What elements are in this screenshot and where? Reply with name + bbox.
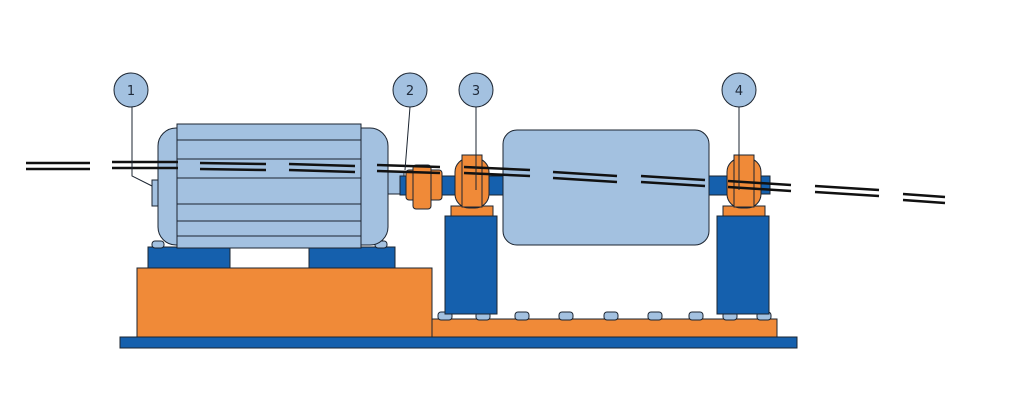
shaft-centerline (26, 160, 946, 205)
callout-label: 4 (735, 84, 743, 99)
driven-machine-body (502, 129, 710, 246)
leader-1 (131, 107, 153, 187)
base-rail (119, 336, 798, 349)
pedestal-column (716, 215, 770, 315)
bolt (603, 311, 619, 321)
callout-leaders (131, 106, 740, 190)
motor-foot-left (147, 246, 231, 269)
callout-label: 3 (472, 84, 480, 99)
callout-1: 1 (113, 72, 149, 108)
motor-foot-right (308, 246, 396, 269)
callout-3: 3 (458, 72, 494, 108)
callout-bubble (458, 72, 494, 108)
coupling (405, 164, 443, 210)
pedestal-column (444, 215, 498, 315)
callout-4: 4 (721, 72, 757, 108)
motor-base-block (136, 267, 433, 338)
callout-2: 2 (392, 72, 428, 108)
bearing-pedestal-left (444, 154, 498, 315)
bolt (558, 311, 574, 321)
callout-label: 1 (127, 84, 135, 99)
motor (151, 123, 405, 249)
machine-base-plate (431, 318, 778, 338)
coupling-flange (412, 164, 432, 210)
bearing-cap (461, 154, 483, 208)
bolt (514, 311, 530, 321)
callout-bubble (721, 72, 757, 108)
callout-bubble (392, 72, 428, 108)
bolt (647, 311, 663, 321)
callout-label: 2 (406, 84, 414, 99)
callout-bubble (113, 72, 149, 108)
bolt (688, 311, 704, 321)
bolt (151, 240, 165, 249)
leader-2 (404, 106, 411, 171)
motor-fins (176, 123, 362, 249)
